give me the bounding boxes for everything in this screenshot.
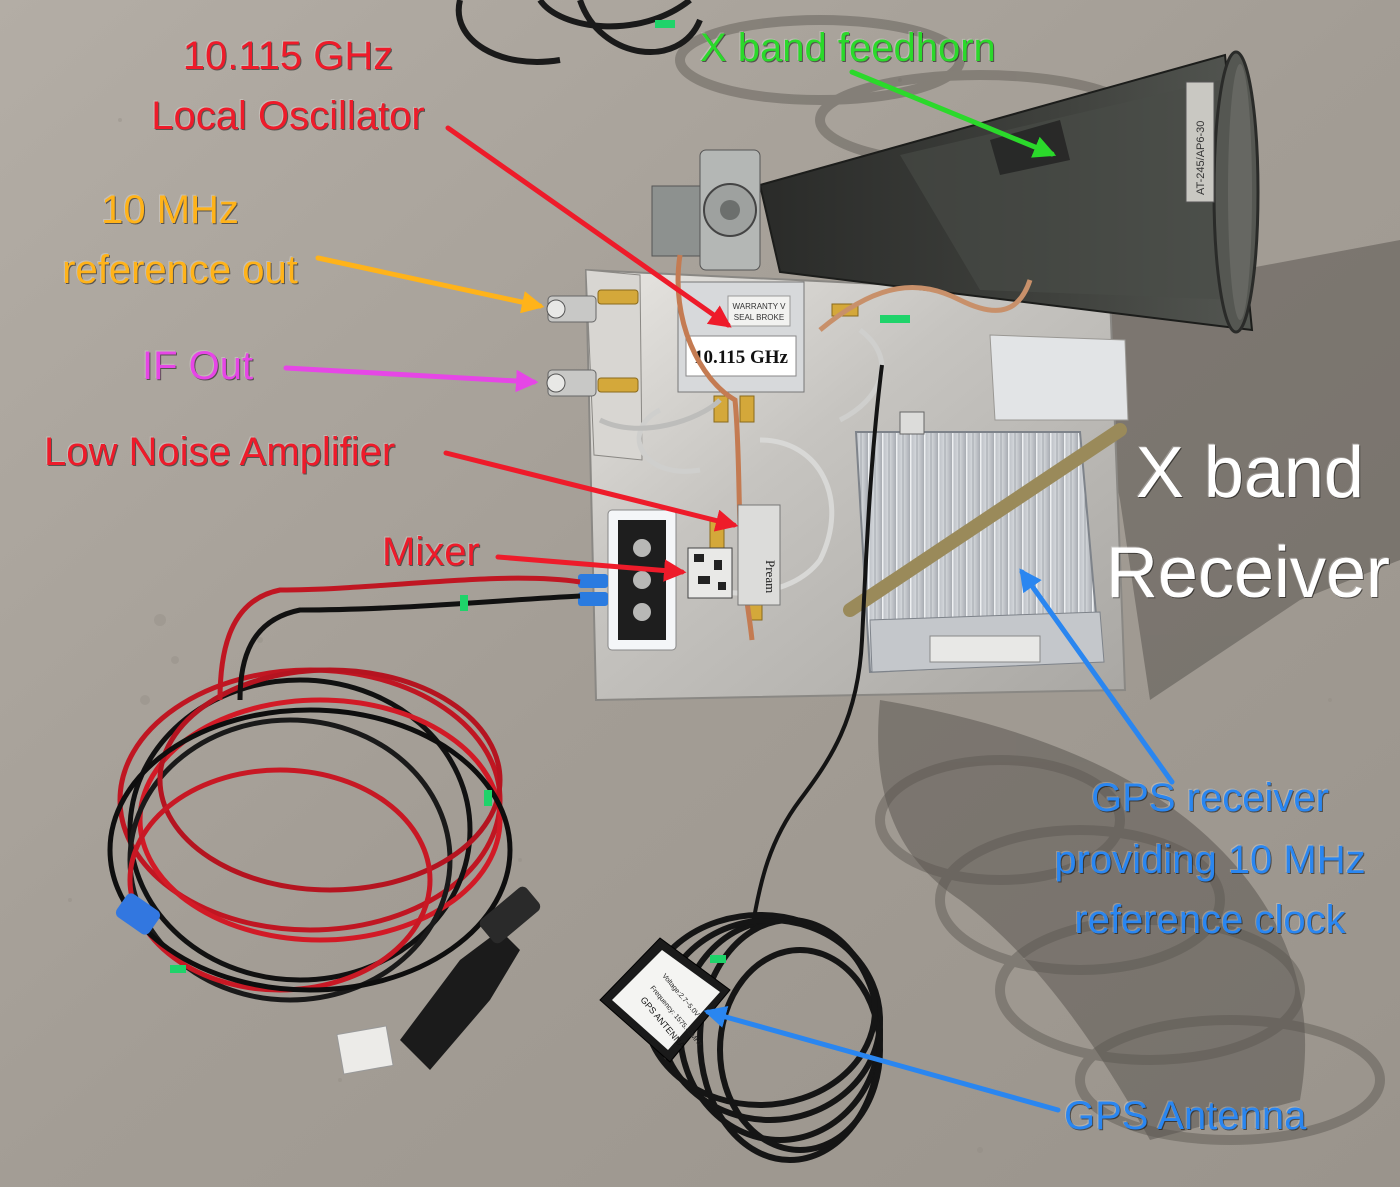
annotation-arrows <box>283 69 1175 1113</box>
mixer-pattern <box>694 554 726 590</box>
local-oscillator-module <box>677 281 805 393</box>
bnc-ref-out-connector <box>546 295 597 323</box>
lo-label-line1: 10.115 GHz <box>182 34 394 78</box>
ref-out-arrow <box>315 255 545 314</box>
mounting-strap <box>843 423 1127 617</box>
mixer-arrow <box>495 554 687 582</box>
feedhorn-arrow <box>849 69 1057 158</box>
lo-label-line2: Local Oscillator <box>151 94 425 138</box>
gps-antenna-arrow <box>703 1006 1061 1113</box>
feedhorn-label: X band feedhorn <box>700 26 996 70</box>
lna-label: Low Noise Amplifier <box>44 430 396 474</box>
waveguide-adapter <box>651 149 761 271</box>
ref-out-label-line2: reference out <box>62 248 298 292</box>
gps-receiver-arrow <box>1019 568 1175 785</box>
green-zip-ties <box>170 20 910 973</box>
lo-sticker-line2: SEAL BROKE <box>734 313 784 322</box>
feedhorn-plate-text: AT-245/AP6-30 <box>1195 121 1207 195</box>
preamp-tag: Pream <box>763 560 778 593</box>
bnc-if-out-connector <box>546 369 597 397</box>
gps-receiver-label-line3: reference clock <box>1074 898 1346 942</box>
if-out-arrow <box>283 365 539 393</box>
top-cable-coil <box>455 0 703 65</box>
lo-arrow <box>445 125 732 328</box>
mixer-label: Mixer <box>382 530 480 574</box>
if-out-label: IF Out <box>142 344 254 388</box>
lna-arrow <box>443 450 739 532</box>
receiver-title-line2: Receiver <box>1105 533 1391 613</box>
lo-sticker-line1: WARRANTY V <box>733 302 787 311</box>
shadows <box>878 240 1400 1140</box>
gps-receiver-box <box>843 411 1127 674</box>
power-cable-coil <box>107 575 581 1003</box>
inline-fuse-holder <box>115 893 161 935</box>
lna-module <box>737 504 781 606</box>
gps-receiver-label-line2: providing 10 MHz <box>1054 838 1366 882</box>
terminal-block <box>578 509 677 651</box>
gps-receiver-label-line1: GPS receiver <box>1091 776 1329 820</box>
ref-out-label-line1: 10 MHz <box>101 188 239 232</box>
gps-antenna-label: GPS Antenna <box>1064 1094 1307 1138</box>
right-bracket <box>989 334 1129 421</box>
gps-antenna-puck <box>599 937 731 1063</box>
gps-antenna-cable <box>750 364 884 931</box>
receiver-title-line1: X band <box>1135 433 1365 513</box>
lo-module-label: 10.115 GHz <box>694 347 789 368</box>
cigarette-lighter-plug <box>336 886 541 1075</box>
feedhorn-nameplate <box>1185 81 1215 203</box>
feedhorn <box>758 50 1260 334</box>
